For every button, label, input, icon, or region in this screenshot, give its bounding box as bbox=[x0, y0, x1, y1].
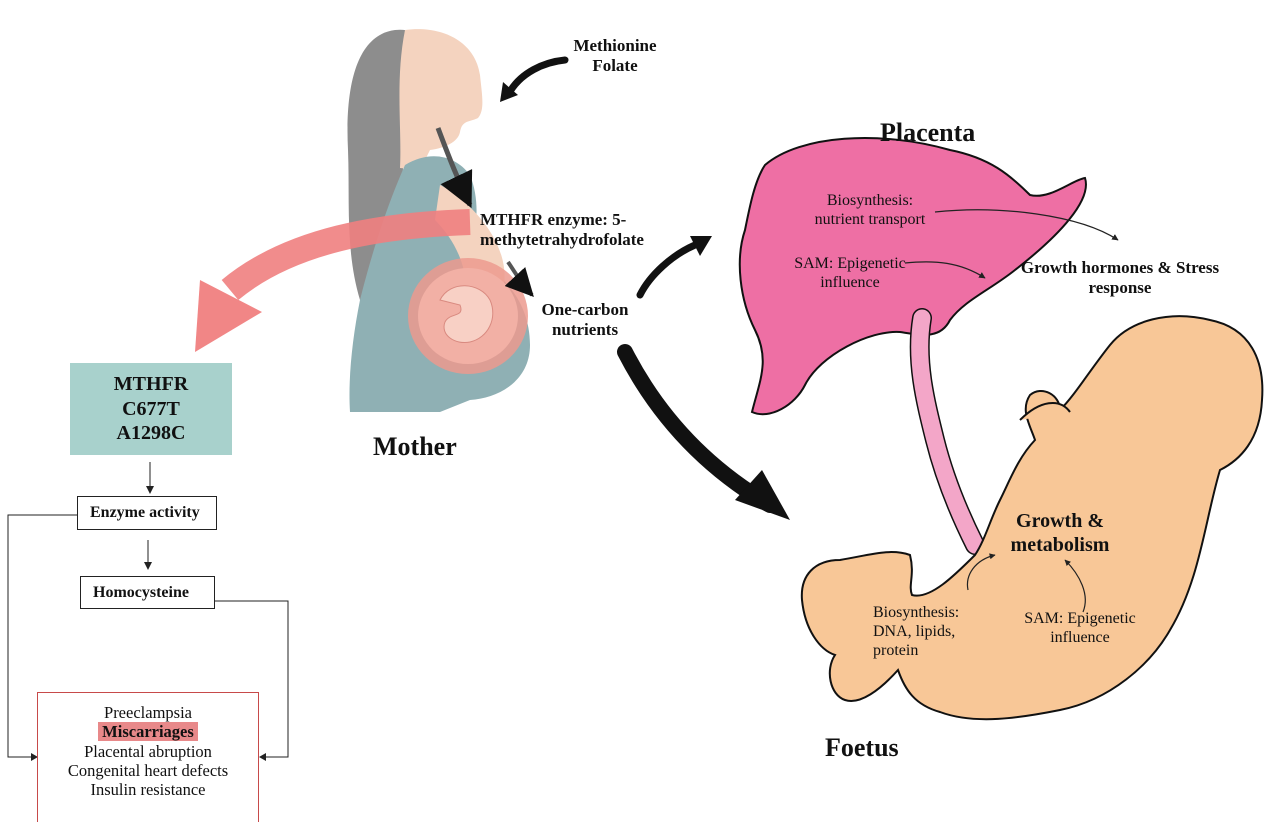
growth-hormones-line1: Growth hormones & Stress bbox=[990, 258, 1250, 278]
growth-hormones-note: Growth hormones & Stress response bbox=[990, 258, 1250, 298]
mthfr-gene-box: MTHFR C677T A1298C bbox=[70, 363, 232, 455]
foetus-sam-line1: SAM: Epigenetic bbox=[1010, 610, 1150, 629]
gene-box-line1: MTHFR bbox=[114, 372, 188, 396]
methionine-arrow bbox=[508, 60, 565, 95]
enzyme-activity-text: Enzyme activity bbox=[90, 504, 200, 522]
outcome-miscarriages: Miscarriages bbox=[98, 722, 198, 741]
one-carbon-line1: One-carbon bbox=[530, 300, 640, 320]
homocysteine-text: Homocysteine bbox=[93, 584, 189, 602]
outcome-congenital-heart-defects: Congenital heart defects bbox=[68, 761, 228, 780]
placenta-sam-line1: SAM: Epigenetic bbox=[780, 255, 920, 274]
mthfr-enzyme-label: MTHFR enzyme: 5- methytetrahydrofolate bbox=[480, 210, 644, 250]
outcome-preeclampsia: Preeclampsia bbox=[104, 703, 192, 722]
growth-metabolism-note: Growth & metabolism bbox=[995, 510, 1125, 557]
arrow-to-placenta bbox=[640, 245, 695, 295]
one-carbon-label: One-carbon nutrients bbox=[530, 300, 640, 340]
placenta-biosynthesis-line2: nutrient transport bbox=[795, 211, 945, 230]
placenta-sam-line2: influence bbox=[780, 274, 920, 293]
gene-box-line3: A1298C bbox=[117, 421, 186, 445]
gene-box-line2: C677T bbox=[122, 397, 180, 421]
placenta-biosynthesis-line1: Biosynthesis: bbox=[795, 192, 945, 211]
one-carbon-line2: nutrients bbox=[530, 320, 640, 340]
mother-label: Mother bbox=[373, 432, 457, 463]
foetus-biosynthesis-line1: Biosynthesis: bbox=[873, 604, 959, 623]
homocysteine-box: Homocysteine bbox=[80, 576, 215, 609]
foetus-sam-note: SAM: Epigenetic influence bbox=[1010, 610, 1150, 648]
growth-line2: metabolism bbox=[995, 534, 1125, 558]
growth-line1: Growth & bbox=[995, 510, 1125, 534]
foetus-label: Foetus bbox=[825, 733, 899, 764]
outcomes-box: Preeclampsia Miscarriages Placental abru… bbox=[37, 692, 259, 822]
folate-text: Folate bbox=[560, 56, 670, 76]
foetus-biosynthesis-note: Biosynthesis: DNA, lipids, protein bbox=[873, 604, 959, 661]
mthfr-enzyme-line2: methytetrahydrofolate bbox=[480, 230, 644, 250]
methionine-text: Methionine bbox=[560, 36, 670, 56]
foetus-sam-line2: influence bbox=[1010, 629, 1150, 648]
outcome-insulin-resistance: Insulin resistance bbox=[90, 780, 205, 799]
enzyme-activity-box: Enzyme activity bbox=[77, 496, 217, 530]
mthfr-enzyme-line1: MTHFR enzyme: 5- bbox=[480, 210, 644, 230]
placenta-sam-note: SAM: Epigenetic influence bbox=[780, 255, 920, 293]
outcome-placental-abruption: Placental abruption bbox=[84, 742, 212, 761]
foetus-biosynthesis-line3: protein bbox=[873, 642, 959, 661]
growth-hormones-line2: response bbox=[990, 278, 1250, 298]
placenta-label: Placenta bbox=[880, 118, 975, 149]
foetus-biosynthesis-line2: DNA, lipids, bbox=[873, 623, 959, 642]
arrow-to-foetus bbox=[625, 352, 770, 505]
mother-head bbox=[399, 29, 482, 170]
methionine-label: Methionine Folate bbox=[560, 36, 670, 76]
placenta-biosynthesis-note: Biosynthesis: nutrient transport bbox=[795, 192, 945, 230]
